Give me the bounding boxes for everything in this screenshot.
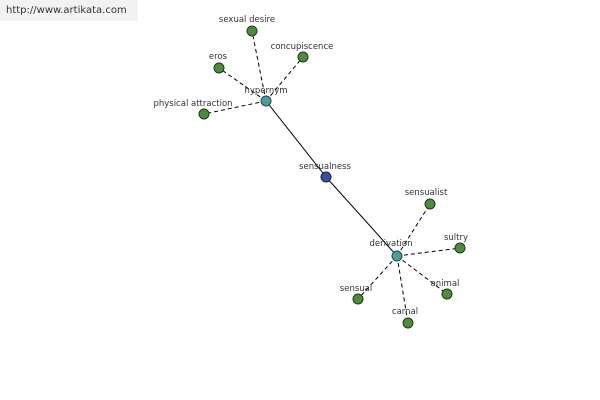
edge-derivation-animal [396,255,448,295]
node-derivation[interactable] [391,250,403,262]
edges [203,30,461,324]
node-animal[interactable] [441,288,453,300]
label-carnal: carnal [392,307,418,317]
edge-hypernym-physical-attraction [203,100,267,115]
nodes [198,25,466,329]
label-sensualist: sensualist [405,188,448,198]
node-sensual[interactable] [352,293,364,305]
edge-derivation-sultry [396,247,461,257]
label-animal: animal [431,279,460,289]
label-sultry: sultry [444,233,468,243]
edge-derivation-sensualist [396,203,431,257]
edge-hypernym-concupiscence [265,56,304,102]
label-sensual: sensual [340,284,372,294]
label-physical-attraction: physical attraction [153,99,232,109]
edge-hypernym-sexual-desire [251,30,267,102]
node-sensualness[interactable] [320,171,332,183]
node-sultry[interactable] [454,242,466,254]
watermark-url: http://www.artikata.com [0,0,138,21]
node-eros[interactable] [213,62,225,74]
label-sensualness: sensualness [299,162,351,172]
node-concupiscence[interactable] [297,51,309,63]
label-concupiscence: concupiscence [271,42,334,52]
edge-derivation-sensual [357,255,398,300]
label-sexual-desire: sexual desire [219,15,275,25]
edge-hypernym-eros [218,67,267,102]
edge-root-derivation [325,176,398,257]
node-sexual-desire[interactable] [246,25,258,37]
labels: sensualness hypernym derivation sexual d… [153,15,468,317]
node-physical-attraction[interactable] [198,108,210,120]
label-hypernym: hypernym [244,86,287,96]
edge-root-hypernym [265,100,327,178]
node-carnal[interactable] [402,317,414,329]
node-sensualist[interactable] [424,198,436,210]
label-derivation: derivation [369,239,412,249]
node-hypernym[interactable] [260,95,272,107]
edge-derivation-carnal [396,255,409,324]
label-eros: eros [209,52,228,62]
